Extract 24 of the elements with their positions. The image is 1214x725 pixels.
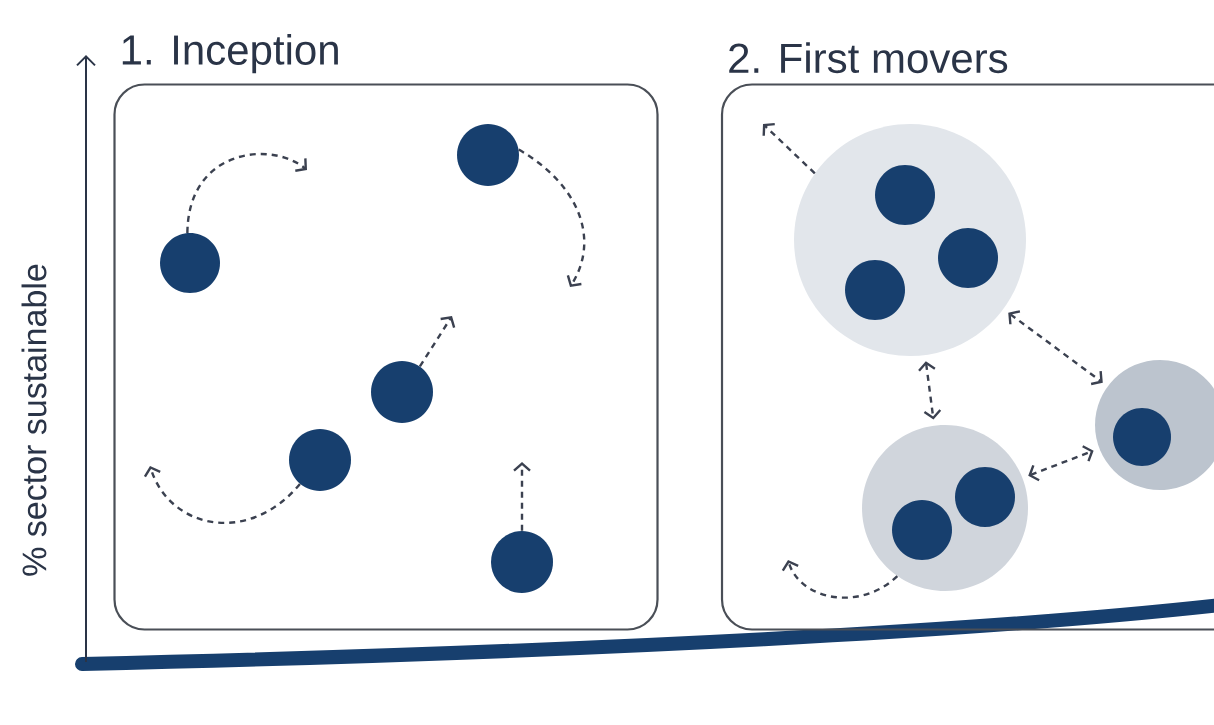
- dot: [371, 361, 433, 423]
- dot: [955, 467, 1015, 527]
- arrow: [513, 462, 531, 531]
- arrow: [186, 152, 307, 233]
- arrow: [1008, 310, 1103, 386]
- dot: [289, 429, 351, 491]
- arrow: [762, 122, 816, 175]
- dot: [938, 228, 998, 288]
- dot: [457, 124, 519, 186]
- dot: [1113, 408, 1171, 466]
- arrow: [918, 361, 942, 420]
- arrow: [143, 466, 301, 524]
- dot: [160, 233, 220, 293]
- dot: [845, 260, 905, 320]
- panel-heading: 2. First movers: [729, 42, 1008, 74]
- arrow: [418, 316, 456, 368]
- dot: [491, 531, 553, 593]
- dot: [892, 500, 952, 560]
- panel-heading: 1. Inception: [122, 34, 338, 74]
- axis-label: % sector sustainable: [21, 264, 47, 576]
- dot: [875, 165, 935, 225]
- arrow: [1028, 445, 1094, 482]
- arrow: [518, 148, 586, 287]
- arrow: [781, 560, 899, 599]
